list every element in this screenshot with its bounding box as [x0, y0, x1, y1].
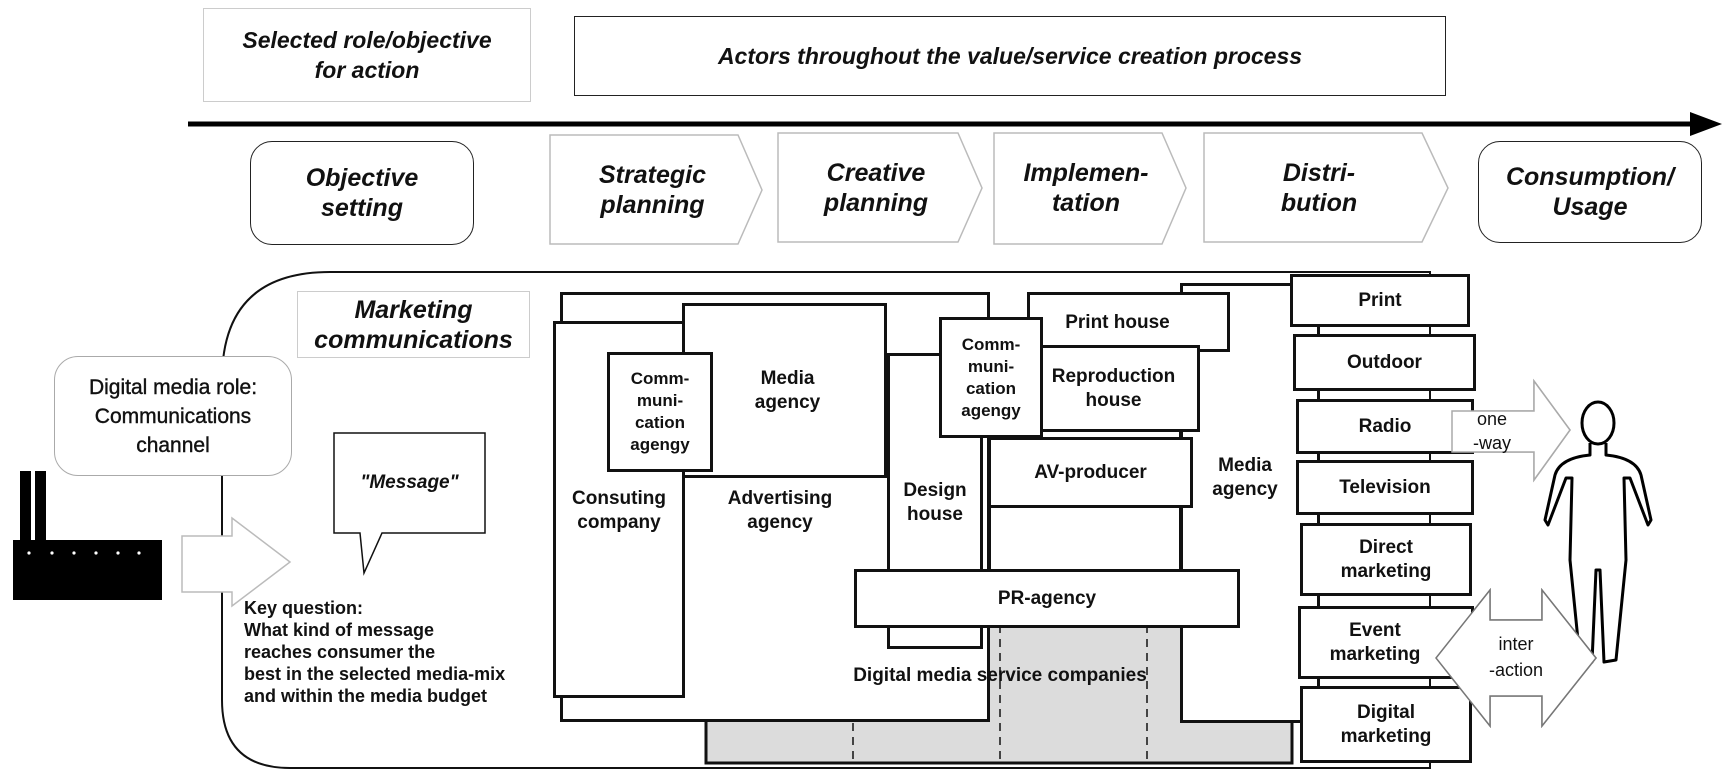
selected-role-label: Selected role/objective for action	[242, 27, 492, 83]
digital-media-role-box: Digital media role: Communications chann…	[54, 356, 292, 476]
marketing-communications-label: Marketing communications	[314, 295, 513, 354]
stage-label: Objective setting	[305, 164, 419, 222]
av-producer-label: AV-producer	[1034, 461, 1147, 483]
interaction-label: inter -action	[1488, 634, 1544, 680]
stage-distribution: Distri- bution	[1204, 133, 1434, 242]
advertising-agency-label: Advertising agency	[727, 488, 833, 533]
pr-agency	[854, 569, 1240, 628]
media-label: Outdoor	[1347, 351, 1422, 373]
media-digital-marketing: Digital marketing	[1300, 686, 1472, 763]
communication-agency-1	[607, 352, 713, 472]
stage-implementation: Implemen- tation	[994, 133, 1178, 242]
timeline-arrow-head	[1690, 112, 1722, 136]
comm-agency-2-label-area: Comm- muni- cation agengy	[941, 319, 1041, 436]
print-house-label: Print house	[1065, 312, 1170, 333]
print-house-label-area: Print house	[1030, 295, 1205, 351]
stage-creative-planning: Creative planning	[778, 133, 974, 242]
media-label: Direct marketing	[1340, 536, 1432, 582]
advertising-agency: Advertising agency	[700, 478, 860, 544]
design-house-label: Design house	[903, 480, 967, 525]
stage-strategic-planning: Strategic planning	[550, 135, 755, 244]
message-label: "Message"	[360, 472, 459, 493]
key-question-text: Key question: What kind of message reach…	[244, 598, 506, 706]
reproduction-house-label: Reproduction house	[1051, 365, 1176, 411]
digital-media-role-label: Digital media role: Communications chann…	[88, 375, 258, 457]
selected-role-box: Selected role/objective for action	[203, 8, 531, 102]
consulting-label-area: Consuting company	[556, 478, 682, 544]
media-radio-label-area: Radio	[1296, 399, 1474, 454]
stage-label: Implemen- tation	[1023, 158, 1149, 217]
media-agency-1-label-area: Media agency	[735, 360, 840, 422]
stage-label: Creative planning	[823, 158, 929, 217]
event-marketing-label-area: Event marketing	[1300, 610, 1450, 675]
communication-agency-2	[939, 317, 1043, 438]
one-way-label-area: one -way	[1452, 400, 1532, 462]
factory-icon	[13, 471, 162, 600]
digital-services-label: Digital media service companies	[853, 665, 1147, 686]
marketing-communications-box: Marketing communications	[297, 291, 530, 358]
media-label: Television	[1339, 476, 1431, 498]
media-agency-2: Media agency	[1190, 443, 1300, 513]
one-way-label: one -way	[1472, 409, 1511, 453]
consulting-company-label: Consuting company	[572, 488, 666, 533]
stage-label: Strategic planning	[599, 160, 706, 219]
stage-label: Consumption/ Usage	[1505, 163, 1675, 221]
chevron-creative	[777, 132, 983, 243]
media-label: Print	[1358, 289, 1402, 311]
communication-agency-1-label: Comm- muni- cation agengy	[630, 369, 690, 454]
media-print: Print	[1290, 274, 1470, 327]
interaction-label-area: inter -action	[1478, 625, 1554, 689]
chevron-strategic	[549, 134, 763, 245]
pr-agency-label: PR-agency	[997, 587, 1097, 609]
key-question-block: Key question: What kind of message reach…	[244, 597, 574, 727]
design-house-label-area: Design house	[887, 472, 983, 534]
digital-services-label-area: Digital media service companies	[790, 658, 1210, 694]
process-container	[221, 271, 1431, 769]
communication-agency-2-label: Comm- muni- cation agengy	[961, 334, 1021, 420]
media-agency-1	[682, 303, 887, 478]
chevron-implementation	[993, 132, 1187, 245]
stage-objective-setting: Objective setting	[250, 141, 474, 245]
stage-label: Distri- bution	[1280, 158, 1358, 217]
media-outdoor: Outdoor	[1293, 334, 1476, 391]
av-producer-label-area: AV-producer	[991, 440, 1190, 505]
media-label: Radio	[1358, 415, 1412, 437]
actors-box: Actors throughout the value/service crea…	[574, 16, 1446, 96]
actors-label: Actors throughout the value/service crea…	[717, 43, 1303, 69]
block-arrow-right	[181, 516, 292, 608]
message-text-area: "Message"	[334, 433, 485, 533]
reproduction-house	[1027, 345, 1200, 432]
media-label: Digital marketing	[1340, 701, 1432, 747]
media-agency-1-label: Media agency	[754, 368, 821, 413]
media-television: Television	[1296, 460, 1474, 515]
media-direct-marketing: Direct marketing	[1300, 523, 1472, 596]
comm-agency-1-label-area: Comm- muni- cation agengy	[609, 354, 711, 470]
pr-agency-label-area: PR-agency	[857, 572, 1237, 625]
stage-consumption-usage: Consumption/ Usage	[1478, 141, 1702, 243]
media-label: Event marketing	[1329, 619, 1421, 665]
media-agency-2-label: Media agency	[1212, 455, 1278, 500]
chevron-distribution	[1203, 132, 1449, 243]
message-bubble	[333, 432, 486, 576]
reproduction-house-label-area: Reproduction house	[1030, 348, 1197, 429]
av-producer	[988, 437, 1193, 508]
